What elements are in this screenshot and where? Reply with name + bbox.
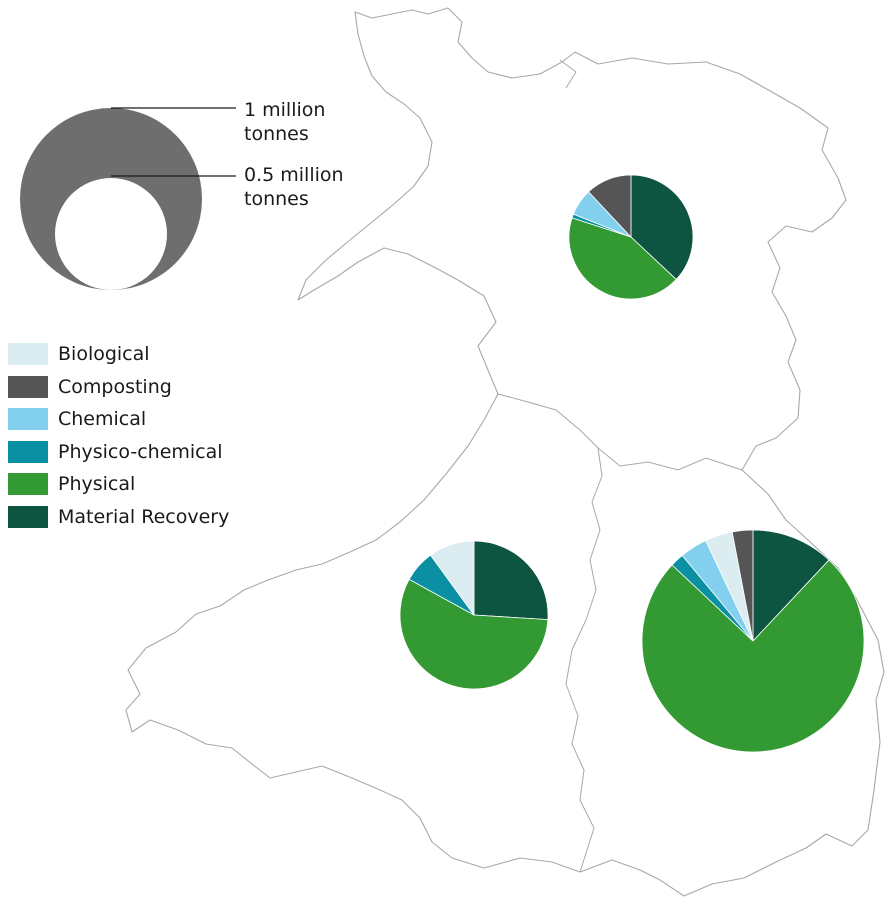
legend-item-material-recovery: Material Recovery xyxy=(8,501,229,534)
legend-label-physico-chemical: Physico-chemical xyxy=(58,440,223,463)
legend-swatch-material-recovery xyxy=(8,505,48,528)
pie-chart-north xyxy=(568,174,694,300)
legend-swatch-composting xyxy=(8,375,48,398)
legend-label-physical: Physical xyxy=(58,473,136,496)
pie-slice-south-west-material-recovery xyxy=(473,540,549,621)
legend-label-material-recovery: Material Recovery xyxy=(58,505,230,528)
pie-slice-south-west-physical xyxy=(399,578,549,690)
region-boundary-north xyxy=(497,393,743,471)
scale-label-1-million-line2: tonnes xyxy=(244,123,309,145)
scale-circle-0-5-million xyxy=(55,178,167,290)
legend-swatch-physico-chemical xyxy=(8,440,48,463)
legend-item-composting: Composting xyxy=(8,371,229,404)
legend-swatch-physical xyxy=(8,473,48,496)
pie-slice-south-west-biological xyxy=(429,540,475,617)
legend-item-physico-chemical: Physico-chemical xyxy=(8,436,229,469)
pie-slice-south-east-composting xyxy=(731,529,754,642)
legend-label-composting: Composting xyxy=(58,375,172,398)
scale-label-0-5-million-line1: 0.5 million xyxy=(244,164,344,186)
legend-swatch-biological xyxy=(8,343,48,366)
wales-coastline xyxy=(125,7,885,897)
pie-chart-south-east xyxy=(641,529,865,753)
legend-label-biological: Biological xyxy=(58,343,150,366)
scale-label-1-million-line1: 1 million xyxy=(244,99,325,121)
legend-item-physical: Physical xyxy=(8,468,229,501)
pie-slice-north-composting xyxy=(587,174,632,239)
anglesey-coast xyxy=(559,59,577,89)
region-boundary-south xyxy=(565,447,603,873)
pie-chart-south-west xyxy=(399,540,549,690)
pie-slice-north-physical xyxy=(568,217,677,300)
pie-slice-south-east-material-recovery xyxy=(752,529,830,643)
pie-slice-south-east-physical xyxy=(641,559,865,753)
legend-item-chemical: Chemical xyxy=(8,403,229,436)
legend: Biological Composting Chemical Physico-c… xyxy=(8,338,229,533)
scale-label-0-5-million-line2: tonnes xyxy=(244,188,309,210)
legend-item-biological: Biological xyxy=(8,338,229,371)
pie-slice-north-material-recovery xyxy=(630,174,694,281)
legend-label-chemical: Chemical xyxy=(58,408,147,431)
legend-swatch-chemical xyxy=(8,408,48,431)
